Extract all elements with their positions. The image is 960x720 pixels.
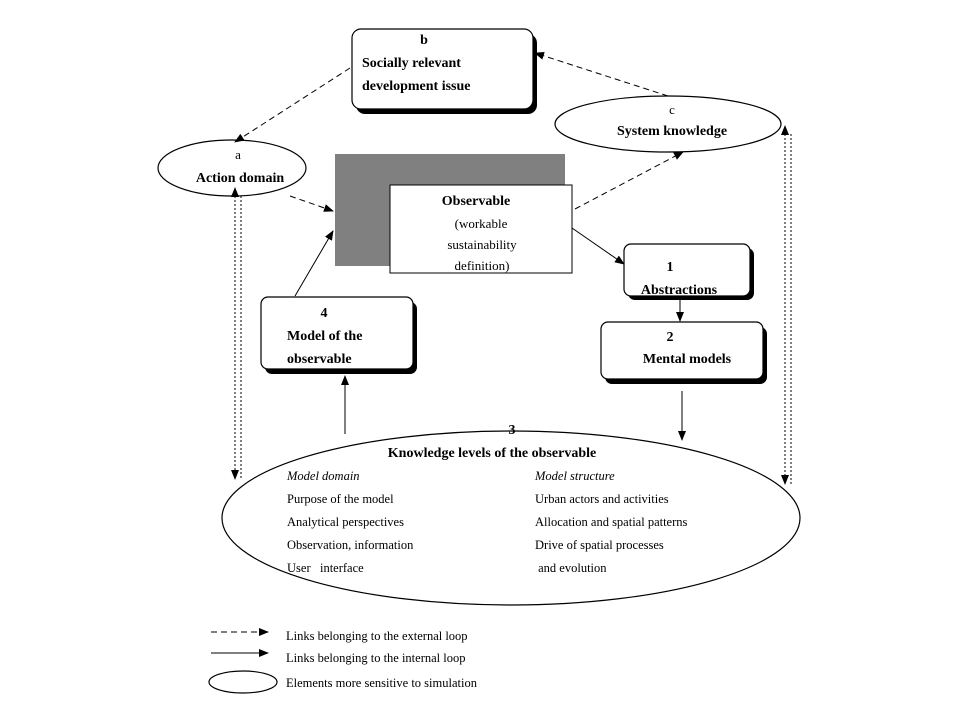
node-a-label: Action domain	[196, 171, 285, 186]
legend-sensitive-label: Elements more sensitive to simulation	[286, 676, 478, 690]
node-2-mental-models: 2 Mental models	[600, 321, 767, 384]
model-domain-item: Observation, information	[287, 538, 414, 552]
edge-4-to-observable	[294, 230, 334, 297]
observable-title: Observable	[442, 194, 510, 209]
model-structure-item: Allocation and spatial patterns	[535, 515, 688, 529]
model-structure-item: Drive of spatial processes	[535, 538, 664, 552]
node-1-abstractions: 1 Abstractions	[623, 243, 754, 300]
node-4-line1: Model of the	[287, 329, 362, 344]
node-3-number: 3	[509, 423, 516, 438]
node-3-knowledge-levels: 3 Knowledge levels of the observable Mod…	[221, 423, 801, 606]
node-c-label: System knowledge	[617, 124, 727, 139]
model-structure-item: and evolution	[535, 561, 607, 575]
model-domain-item: User interface	[287, 561, 364, 575]
node-2-number: 2	[667, 330, 674, 345]
node-b-line2: development issue	[362, 79, 471, 94]
model-domain-header: Model domain	[286, 469, 360, 483]
node-3-title: Knowledge levels of the observable	[388, 446, 596, 461]
node-b-letter: b	[420, 33, 428, 48]
node-a-letter: a	[235, 147, 241, 162]
node-4-number: 4	[321, 306, 328, 321]
edge-observable-to-c	[574, 151, 684, 210]
legend-internal-label: Links belonging to the internal loop	[286, 651, 466, 665]
node-b: b Socially relevant development issue	[351, 28, 537, 114]
observable-node: Observable (workable sustainability defi…	[335, 154, 573, 274]
observable-line1: (workable	[455, 216, 508, 231]
observable-line3: definition)	[455, 258, 510, 273]
model-domain-item: Analytical perspectives	[287, 515, 404, 529]
node-c: c System knowledge	[554, 95, 782, 153]
node-2-label: Mental models	[643, 352, 732, 367]
node-1-label: Abstractions	[641, 283, 718, 298]
model-structure-item: Urban actors and activities	[535, 492, 669, 506]
legend-ellipse	[208, 670, 278, 694]
node-c-letter: c	[669, 102, 675, 117]
node-4-line2: observable	[287, 352, 352, 367]
edge-c-to-b	[534, 51, 669, 97]
edge-observable-to-1	[571, 227, 625, 265]
model-structure-header: Model structure	[534, 469, 615, 483]
node-4-model: 4 Model of the observable	[260, 296, 417, 374]
node-1-number: 1	[667, 260, 674, 275]
node-a: a Action domain	[157, 139, 307, 197]
node-b-line1: Socially relevant	[362, 56, 461, 71]
model-domain-item: Purpose of the model	[287, 492, 394, 506]
edge-a-to-observable	[289, 195, 334, 212]
observable-line2: sustainability	[447, 237, 517, 252]
legend: Links belonging to the external loop Lin…	[208, 628, 478, 694]
edge-b-to-a	[234, 67, 351, 143]
legend-external-label: Links belonging to the external loop	[286, 629, 468, 643]
